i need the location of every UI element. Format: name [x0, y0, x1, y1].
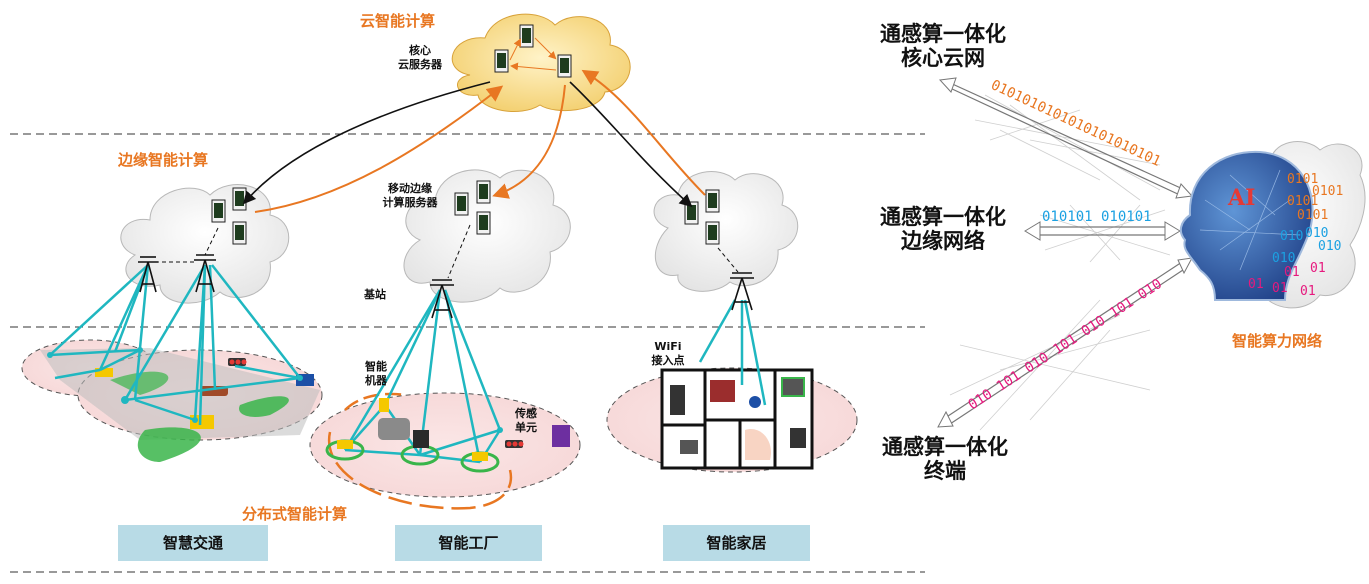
mec-server-label: 移动边缘 计算服务器 — [382, 182, 438, 209]
brain-bit-orange-2: 0101 — [1312, 184, 1343, 199]
layer-edge-label: 通感算一体化 边缘网络 — [880, 205, 1006, 253]
layer-terminal-label: 通感算一体化 终端 — [882, 435, 1008, 483]
brain-bit-pink-4: 01 — [1272, 281, 1288, 296]
core-cloud — [451, 13, 631, 113]
network-name-label: 智能算力网络 — [1232, 332, 1323, 350]
edge-link-traffic — [204, 227, 219, 256]
distributed-arc — [327, 431, 513, 510]
brain-bit-orange-3: 0101 — [1287, 194, 1318, 209]
brain-bit-orange-4: 0101 — [1297, 208, 1328, 223]
brain-bits: 0101 0101 0101 0101 010 010 010 010 01 0… — [1248, 172, 1343, 299]
arrow-terminal-to-brain — [937, 257, 1193, 428]
factory-zone — [309, 392, 581, 498]
brain-bit-pink-2: 01 — [1284, 265, 1300, 280]
brain-bit-pink-1: 01 — [1248, 277, 1264, 292]
core-edge-arrow-black-2 — [569, 81, 693, 208]
edge-cloud-traffic — [120, 184, 290, 304]
tower-traffic-2 — [194, 254, 216, 293]
brain-bit-blue-3: 010 — [1318, 239, 1341, 254]
bitstream-edge: 010101 010101 — [1042, 209, 1152, 225]
base-station-label: 基站 — [364, 288, 386, 301]
ai-text: AI — [1227, 185, 1255, 211]
arrow-edge-to-brain — [1024, 221, 1181, 241]
layer-core-label: 通感算一体化 核心云网 — [880, 22, 1006, 70]
neural-mesh-top — [974, 94, 1161, 201]
core-server-label: 核心 云服务器 — [398, 44, 442, 71]
tower-traffic-1 — [138, 256, 158, 293]
sensor-label: 传感 单元 — [515, 407, 537, 434]
ai-head — [1179, 150, 1314, 301]
neural-mesh-bottom — [949, 299, 1151, 431]
tower-factory — [430, 279, 454, 319]
edge-link-home — [717, 247, 739, 273]
scenario-smart-factory: 智能工厂 — [395, 525, 542, 561]
edge-cloud-home — [653, 171, 799, 292]
wifi-ap-label: WiFi 接入点 — [651, 340, 685, 367]
scenario-smart-home: 智能家居 — [663, 525, 810, 561]
tower-home — [730, 272, 754, 311]
core-edge-arrow-orange-1 — [254, 85, 504, 213]
arrow-core-to-brain — [938, 77, 1194, 199]
brain-bit-blue-1: 010 — [1280, 229, 1303, 244]
brain-bit-blue-4: 010 — [1272, 251, 1295, 266]
edge-link-factory — [447, 224, 471, 279]
robot-label: 智能 机器 — [365, 360, 387, 387]
distributed-computing-label: 分布式智能计算 — [242, 505, 348, 523]
core-edge-arrow-orange-2 — [492, 84, 566, 199]
edge-computing-label: 边缘智能计算 — [118, 151, 209, 169]
traffic-scene — [40, 264, 320, 462]
core-edge-arrow-orange-3 — [581, 69, 706, 196]
scenario-smart-traffic: 智慧交通 — [118, 525, 268, 561]
brain-bit-pink-5: 01 — [1300, 284, 1316, 299]
bitstream-terminal: 010 101 010 101 010 101 010 — [965, 276, 1165, 413]
cloud-computing-label: 云智能计算 — [360, 12, 436, 30]
home-scene — [660, 299, 814, 470]
brain-bit-blue-2: 010 — [1305, 226, 1328, 241]
edge-cloud-factory — [403, 169, 571, 303]
brain-bit-orange-1: 0101 — [1287, 172, 1318, 187]
brain-bit-pink-3: 01 — [1310, 261, 1326, 276]
bitstream-core: 0101010101010101010101 — [988, 77, 1163, 170]
distributed-arc-2 — [344, 392, 406, 411]
core-edge-arrow-black-1 — [242, 81, 491, 205]
factory-scene — [325, 289, 570, 473]
